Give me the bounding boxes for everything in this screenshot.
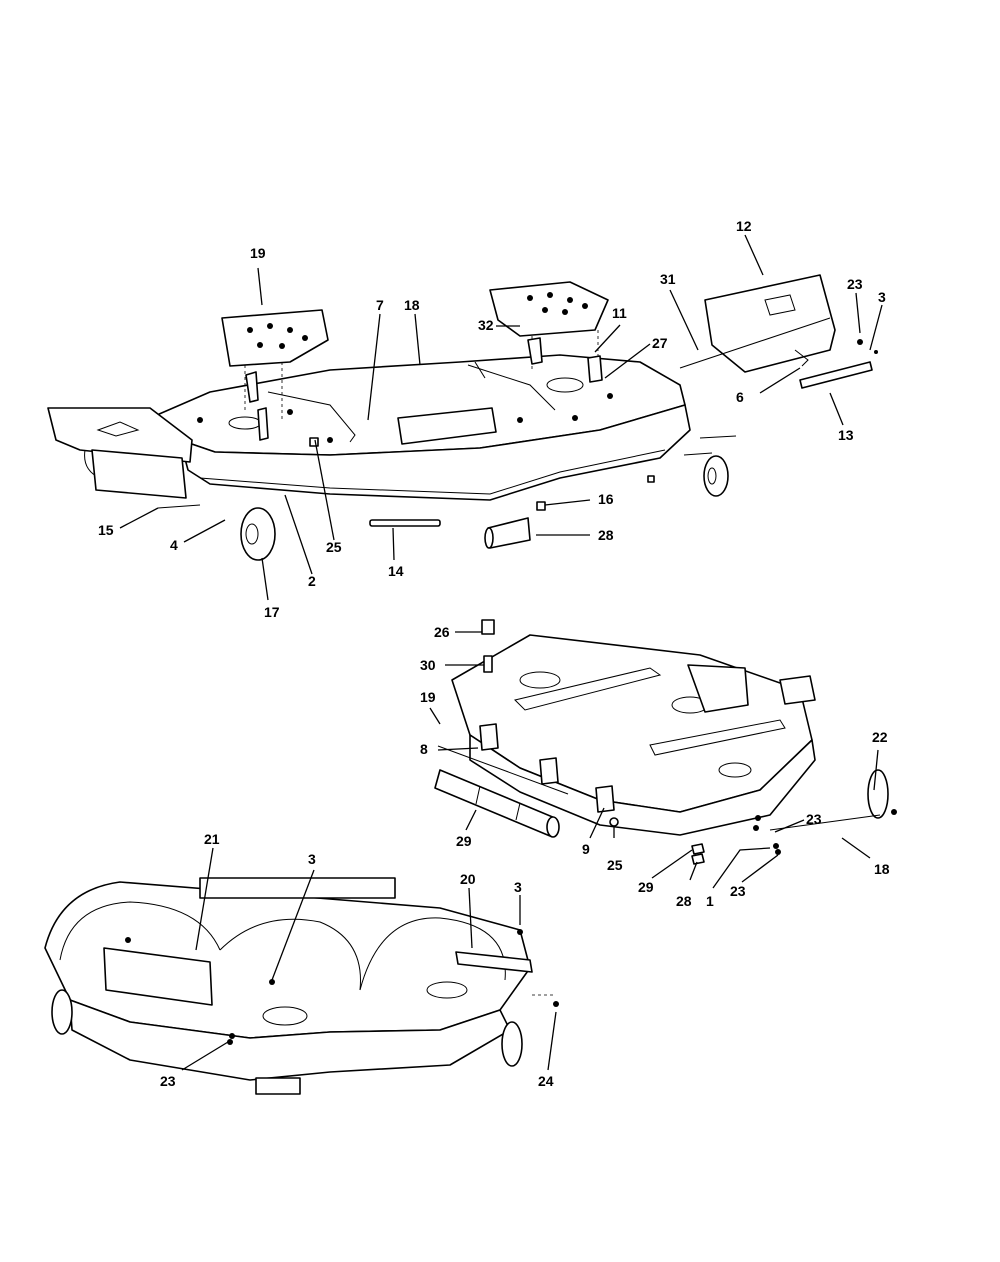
- callout-9: 11: [612, 305, 627, 321]
- top-deck-assembly: [47, 354, 737, 561]
- callout-3-bottom-left: 3: [308, 851, 316, 867]
- callout-3-top: 3: [878, 289, 886, 305]
- callout-23-top: 23: [847, 276, 863, 292]
- callout-17: 20: [460, 871, 476, 887]
- callout-3-bottom-right: 3: [514, 879, 522, 895]
- callout-11: 13: [838, 427, 854, 443]
- callout-10: 12: [736, 218, 752, 234]
- bolt-12: [369, 519, 441, 527]
- callout-16: 19: [420, 689, 436, 705]
- deck-baffle: [397, 407, 497, 445]
- middle-deck-assembly: [434, 619, 897, 865]
- callout-32: 32: [478, 317, 494, 333]
- belt-cover-left: [221, 309, 329, 441]
- callout-26: 26: [434, 624, 450, 640]
- callout-6: 6: [736, 389, 744, 405]
- callout-2: 2: [308, 573, 316, 589]
- callout-25-top: 25: [326, 539, 342, 555]
- bottom-deck-assembly: [44, 877, 559, 1095]
- callout-14: 18: [874, 861, 890, 877]
- deck-skirt: [179, 404, 691, 501]
- callout-23-middle: 23: [730, 883, 746, 899]
- middle-deck-top: [451, 634, 813, 813]
- callout-19: 17: [264, 604, 280, 620]
- callout-27: 27: [652, 335, 668, 351]
- callout-22-lower: 23: [806, 811, 822, 827]
- callout-8: 9: [582, 841, 590, 857]
- callout-5: 7: [376, 297, 384, 313]
- leader-lines: [119, 234, 883, 1071]
- callout-23-bottom-left: 23: [160, 1073, 176, 1089]
- callout-25-middle: 25: [607, 857, 623, 873]
- callout-30: 30: [420, 657, 436, 673]
- roller-28-top: [487, 517, 531, 549]
- callout-21: 19: [250, 245, 266, 261]
- callout-15: 16: [598, 491, 614, 507]
- callout-13: 15: [98, 522, 114, 538]
- callout-22-right: 22: [872, 729, 888, 745]
- callout-7: 8: [420, 741, 428, 757]
- callout-23-bottom-right: 24: [538, 1073, 554, 1089]
- callout-24: 28: [676, 893, 692, 909]
- callout-1: 1: [706, 893, 714, 909]
- callout-29: 29: [638, 879, 654, 895]
- callout-28-top: 28: [598, 527, 614, 543]
- callout-4: 4: [170, 537, 178, 553]
- callout-12: 14: [388, 563, 404, 579]
- callout-20: 18: [404, 297, 420, 313]
- belt-cover-right: [489, 281, 609, 383]
- callout-18: 21: [204, 831, 220, 847]
- callout-31: 31: [660, 271, 676, 287]
- callout-labels: 19 7 18 32 11 27 12 31 23 3 6 13 15 4 25…: [98, 218, 890, 1089]
- chute-kit: [679, 274, 878, 389]
- callout-28-middle: 29: [456, 833, 472, 849]
